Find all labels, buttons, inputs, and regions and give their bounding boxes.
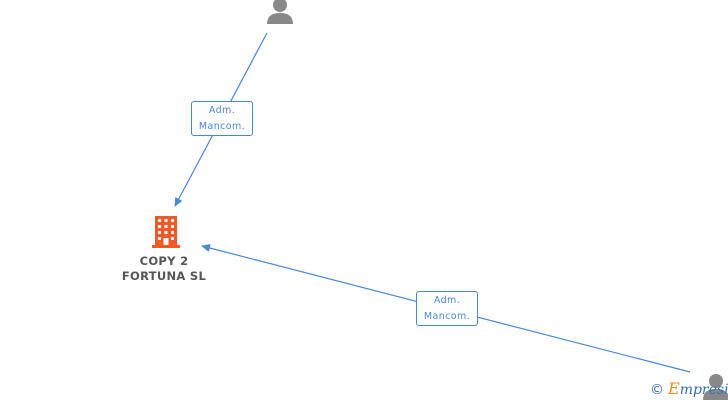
company-name-line1: COPY 2: [139, 254, 189, 268]
brand-logo-letter: E: [668, 379, 680, 398]
company-name-line2: FORTUNA SL: [121, 269, 207, 283]
brand-logo-text: mpresia: [679, 382, 728, 398]
person-icon[interactable]: [703, 374, 728, 400]
edge-label-top[interactable]: Adm. Mancom.: [191, 101, 253, 136]
edge-label-bottom[interactable]: Adm. Mancom.: [416, 291, 478, 326]
copyright-symbol: ©: [650, 382, 664, 398]
edge-label-line2: Mancom.: [423, 311, 471, 322]
person-icon[interactable]: [267, 0, 293, 24]
edge-label-line2: Mancom.: [198, 121, 246, 132]
watermark: ©Empresia: [650, 378, 728, 400]
building-icon[interactable]: [152, 216, 180, 248]
edge-label-line1: Adm.: [433, 295, 461, 306]
edge-label-line1: Adm.: [208, 105, 236, 116]
company-name[interactable]: COPY 2 FORTUNA SL: [113, 254, 215, 284]
